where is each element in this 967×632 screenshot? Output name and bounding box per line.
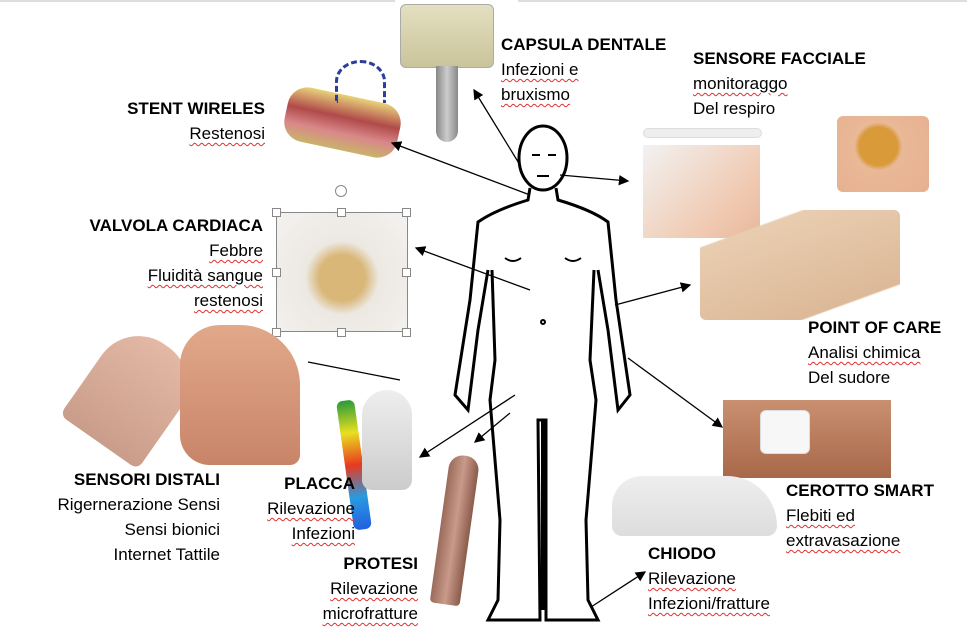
arrow-cerotto <box>627 357 724 428</box>
arrow-capsula <box>473 88 521 166</box>
label-line: Sensi bionici <box>124 520 220 539</box>
resize-handle[interactable] <box>337 208 346 217</box>
patch-dressing-image <box>760 410 810 454</box>
label-title: SENSORE FACCIALE <box>693 49 866 68</box>
flexible-circuit-image <box>837 116 929 192</box>
dental-capsule-post-image <box>436 66 458 142</box>
label-facciale: SENSORE FACCIALE monitoraggo Del respiro <box>693 46 866 121</box>
label-distali: SENSORI DISTALI Rigernerazione Sensi Sen… <box>57 467 220 567</box>
label-title: PLACCA <box>284 474 355 493</box>
label-line: microfratture <box>322 604 418 623</box>
arrow-protesi <box>473 412 511 443</box>
rotate-handle-icon[interactable] <box>335 185 347 197</box>
label-title: PROTESI <box>343 554 418 573</box>
label-title: POINT OF CARE <box>808 318 942 337</box>
arrow-facciale <box>559 174 630 186</box>
resize-handle[interactable] <box>272 268 281 277</box>
label-chiodo: CHIODO Rilevazione Infezioni/fratture <box>648 541 770 616</box>
label-title: CAPSULA DENTALE <box>501 35 667 54</box>
face-sensor-strip-image <box>643 128 762 138</box>
label-line: bruxismo <box>501 85 570 104</box>
label-line: Rilevazione <box>648 569 736 588</box>
label-line: Internet Tattile <box>113 545 220 564</box>
arrow-poc <box>614 282 692 306</box>
wireless-signal-image <box>335 60 386 103</box>
resize-handle[interactable] <box>402 268 411 277</box>
line-distali <box>307 361 401 381</box>
label-line: Rilevazione <box>330 579 418 598</box>
label-point-of-care: POINT OF CARE Analisi chimica Del sudore <box>808 315 941 390</box>
label-line: Restenosi <box>189 124 265 143</box>
label-capsula: CAPSULA DENTALE Infezioni e bruxismo <box>501 32 666 107</box>
arrow-placca <box>418 394 516 458</box>
arrow-stent <box>390 141 531 196</box>
label-line: Flebiti ed <box>786 506 855 525</box>
window-edge <box>0 0 395 2</box>
foot-nail-image <box>612 476 777 536</box>
humerus-image <box>362 390 412 490</box>
label-line: Del sudore <box>808 368 891 387</box>
label-title: VALVOLA CARDIACA <box>89 216 263 235</box>
label-placca: PLACCA Rilevazione Infezioni <box>267 471 355 546</box>
forearm-patch-image <box>700 210 900 320</box>
label-title: CEROTTO SMART <box>786 481 934 500</box>
hand-image <box>180 325 300 465</box>
resize-handle[interactable] <box>272 208 281 217</box>
label-line: Analisi chimica <box>808 343 921 362</box>
label-line: Infezioni <box>291 524 355 543</box>
label-valvola: VALVOLA CARDIACA Febbre Fluidità sangue … <box>90 213 263 313</box>
label-cerotto: CEROTTO SMART Flebiti ed extravasazione <box>786 478 934 553</box>
label-line: Del respiro <box>693 99 776 118</box>
label-title: SENSORI DISTALI <box>73 470 220 489</box>
resize-handle[interactable] <box>402 328 411 337</box>
label-line: Fluidità sangue <box>147 266 263 285</box>
label-stent: STENT WIRELES Restenosi <box>127 96 265 146</box>
arrows <box>390 88 724 608</box>
label-line: Infezioni e <box>501 60 579 79</box>
label-title: CHIODO <box>648 544 716 563</box>
label-line: Rilevazione <box>267 499 355 518</box>
label-title: STENT WIRELES <box>127 99 265 118</box>
body-features <box>504 154 582 325</box>
arrow-valvola <box>414 246 531 291</box>
label-line: extravasazione <box>786 531 901 550</box>
label-line: Infezioni/fratture <box>648 594 770 613</box>
label-line: monitoraggo <box>693 74 788 93</box>
arrow-chiodo <box>590 571 647 608</box>
window-edge <box>518 0 967 2</box>
resize-handle[interactable] <box>337 328 346 337</box>
label-protesi: PROTESI Rilevazione microfratture <box>323 551 418 626</box>
label-line: Febbre <box>209 241 263 260</box>
human-body-outline <box>453 124 632 622</box>
label-line: Rigernerazione Sensi <box>57 495 220 514</box>
label-line: restenosi <box>194 291 263 310</box>
resize-handle[interactable] <box>402 208 411 217</box>
